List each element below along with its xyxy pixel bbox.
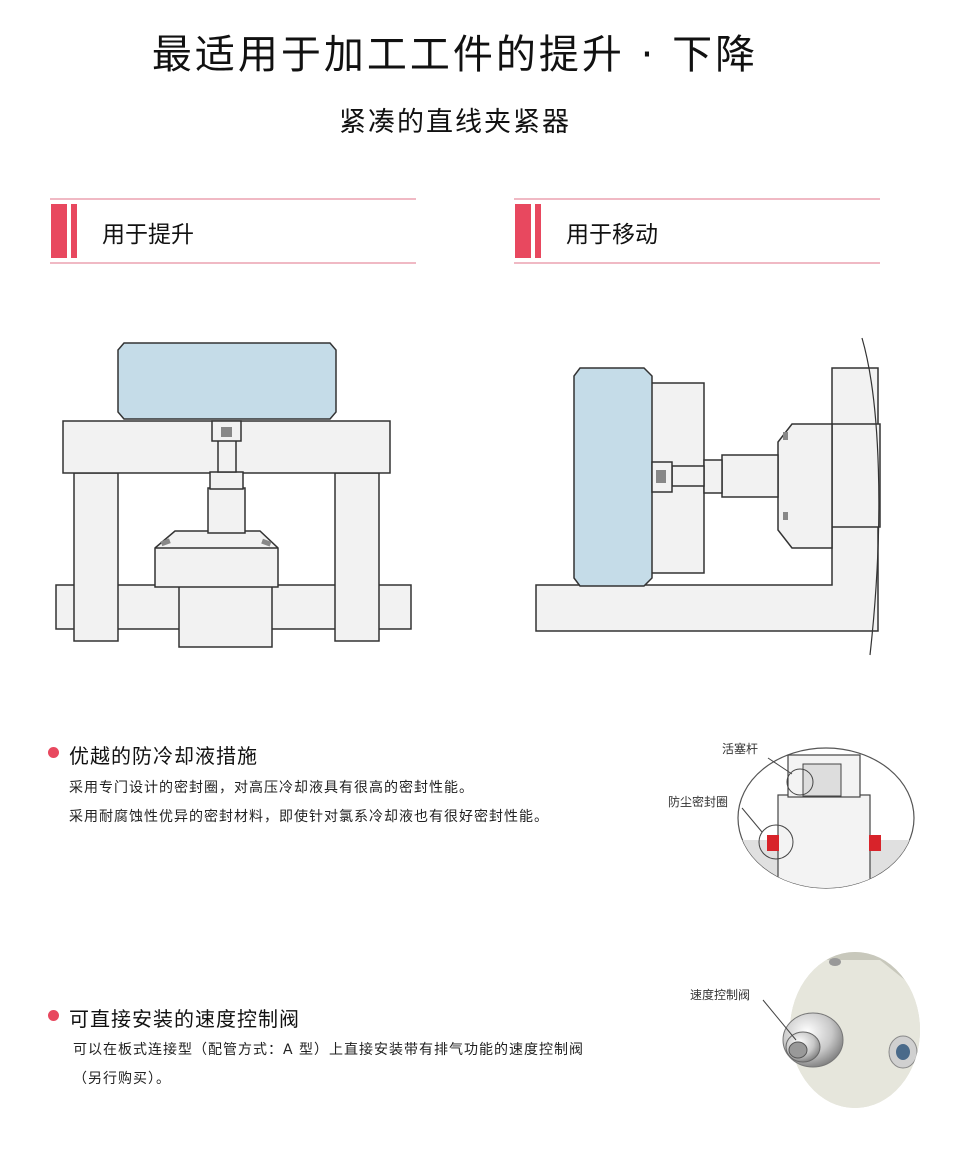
feature-title-coolant: 优越的防冷却液措施 xyxy=(69,744,258,768)
section-label-lift: 用于提升 xyxy=(102,222,194,248)
bullet-dot xyxy=(48,747,59,758)
feature-text-line: 可以在板式连接型（配管方式：A 型）上直接安装带有排气功能的速度控制阀 xyxy=(73,1042,585,1058)
feature-text-line: 采用耐腐蚀性优异的密封材料，即使针对氯系冷却液也有很好密封性能。 xyxy=(69,809,549,825)
clamp-body xyxy=(777,423,833,549)
workpiece xyxy=(117,342,337,420)
callout-piston-rod: 活塞杆 xyxy=(722,742,759,756)
feature-text-line: （另行购买）。 xyxy=(73,1071,171,1087)
accent-bar-thin xyxy=(71,204,77,258)
page-subtitle: 紧凑的直线夹紧器 xyxy=(339,107,571,138)
feature-title-valve: 可直接安装的速度控制阀 xyxy=(69,1007,300,1031)
section-header-move: 用于移动 xyxy=(514,198,880,264)
left-pillar xyxy=(73,472,119,642)
accent-bar-thin xyxy=(535,204,541,258)
bullet-dot xyxy=(48,1010,59,1021)
clamp-base xyxy=(178,584,273,648)
accent-bar xyxy=(515,204,531,258)
right-pillar xyxy=(334,472,380,642)
mount-block xyxy=(831,423,881,528)
callout-dust-seal: 防尘密封圈 xyxy=(668,795,729,809)
page-title: 最适用于加工工件的提升 · 下降 xyxy=(151,32,759,78)
callout-speed-valve: 速度控制阀 xyxy=(690,988,751,1002)
workpiece xyxy=(573,367,653,587)
section-label-move: 用于移动 xyxy=(566,222,658,248)
machine-wall-L xyxy=(535,367,879,632)
section-header-lift: 用于提升 xyxy=(50,198,416,264)
feature-text-line: 采用专门设计的密封圈，对高压冷却液具有很高的密封性能。 xyxy=(69,780,474,796)
accent-bar xyxy=(51,204,67,258)
